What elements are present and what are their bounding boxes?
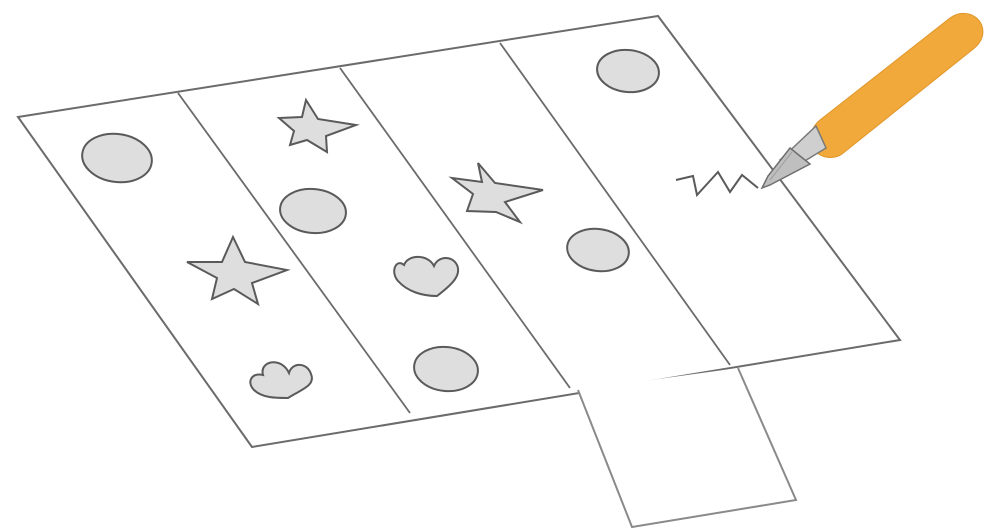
- paper-tab: [578, 368, 796, 527]
- craft-knife-icon: [762, 13, 983, 188]
